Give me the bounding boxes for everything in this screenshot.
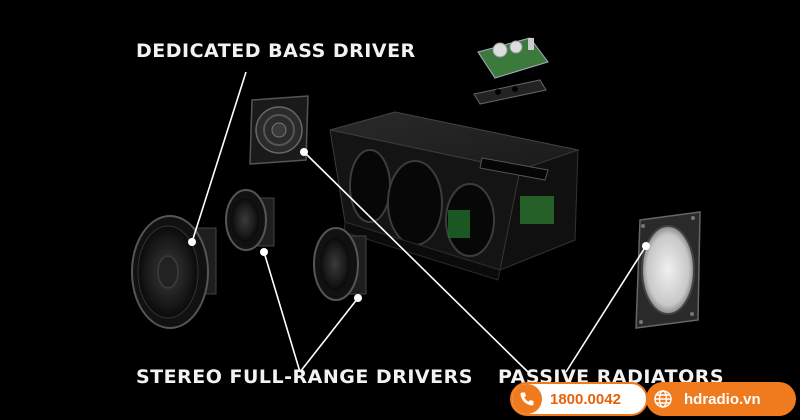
label-dedicated-bass-driver: DEDICATED BASS DRIVER — [136, 40, 416, 62]
website-badge[interactable]: hdradio.vn — [646, 382, 796, 416]
website-url: hdradio.vn — [684, 390, 761, 408]
full-range-driver-right — [313, 227, 367, 301]
passive-radiator-back — [249, 95, 309, 165]
passive-radiator-front — [635, 211, 701, 329]
phone-badge[interactable]: 1800.0042 — [510, 382, 648, 416]
control-circuit-board — [473, 37, 549, 105]
callout-lines — [191, 71, 647, 373]
phone-number: 1800.0042 — [550, 390, 621, 408]
bass-driver — [131, 215, 217, 329]
callout-points — [188, 148, 650, 302]
full-range-driver-left — [225, 189, 275, 251]
label-stereo-full-range-drivers: STEREO FULL-RANGE DRIVERS — [136, 366, 473, 388]
speaker-enclosure — [329, 111, 580, 281]
globe-icon — [646, 382, 680, 416]
phone-icon — [512, 384, 542, 414]
